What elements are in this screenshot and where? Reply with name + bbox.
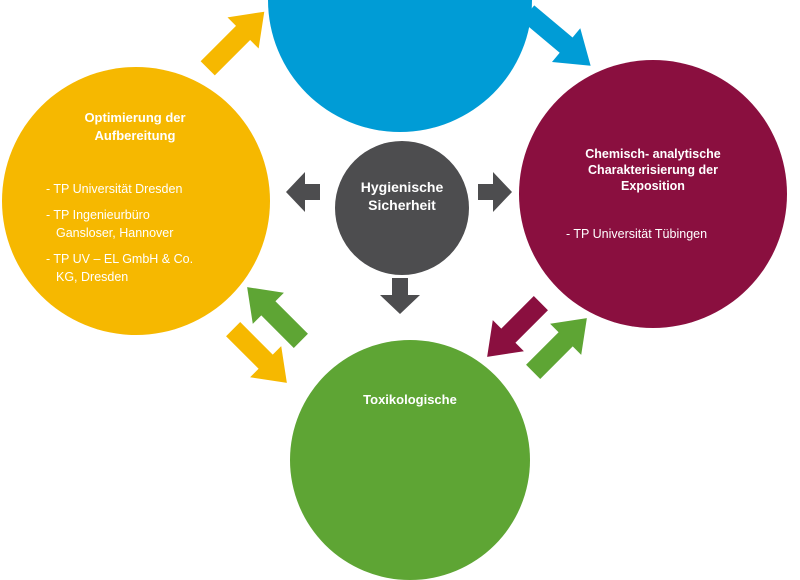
arrow-yellow-to-top-icon	[200, 11, 265, 76]
arrow-right-icon	[478, 172, 512, 212]
arrow-green-to-left-icon	[247, 287, 308, 348]
left-item-2-line-1: - TP Ingenieurbüro	[46, 208, 150, 222]
arrows-layer	[200, 5, 591, 383]
right-title-line-2: Charakterisierung der	[588, 163, 718, 177]
circle-left	[2, 67, 270, 335]
arrow-yellow-to-bottom-icon	[226, 322, 287, 383]
arrow-left-icon	[286, 172, 320, 212]
left-title-line-2: Aufbereitung	[94, 128, 176, 143]
right-title-line-3: Exposition	[621, 179, 685, 193]
left-item-1: - TP Universität Dresden	[46, 182, 183, 196]
bottom-title-partial: Toxikologische	[363, 392, 457, 407]
circle-right	[519, 60, 787, 328]
arrow-green-to-right-icon	[526, 318, 587, 379]
center-title-line-2: Sicherheit	[368, 197, 436, 213]
left-title-line-1: Optimierung der	[84, 110, 186, 125]
arrow-down-icon	[380, 278, 420, 314]
arrow-blue-to-right-icon	[521, 5, 591, 66]
center-title-line-1: Hygienische	[360, 179, 444, 195]
left-item-3-line-2: KG, Dresden	[56, 270, 129, 284]
arrow-maroon-to-bottom-icon	[487, 296, 548, 357]
left-item-3-line-1: - TP UV – EL GmbH & Co.	[46, 252, 194, 266]
left-item-2-line-2: Gansloser, Hannover	[56, 226, 174, 240]
circle-center	[335, 141, 469, 275]
circle-bottom	[290, 340, 530, 580]
right-item-1: - TP Universität Tübingen	[566, 227, 708, 241]
right-title-line-1: Chemisch- analytische	[585, 147, 721, 161]
